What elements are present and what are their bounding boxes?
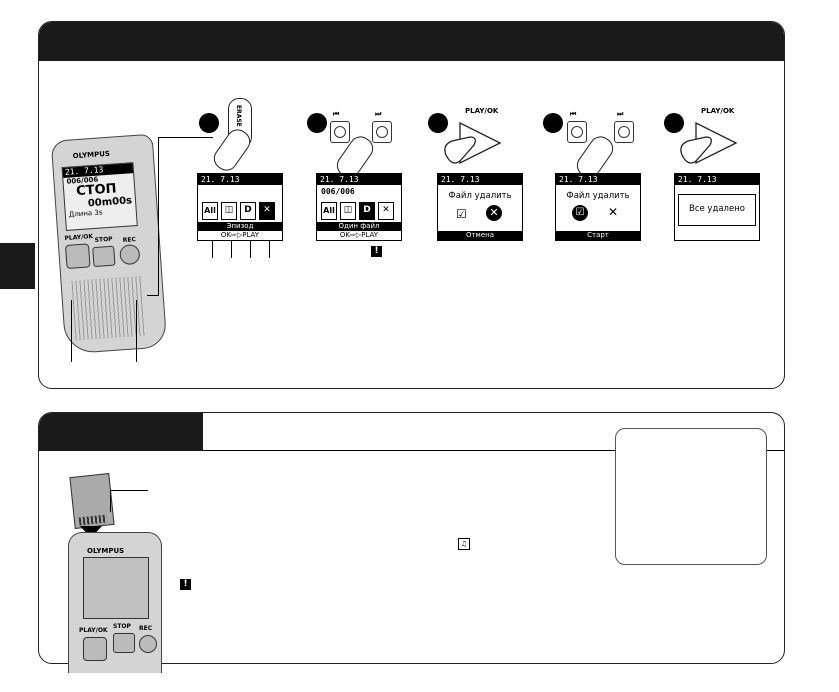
lcd-message: Все удалено (689, 204, 745, 214)
device-lcd: 21. 7.13 006/006 СТОП 00m00s Длина 3s (61, 162, 138, 231)
lcd-bar: Старт (556, 231, 640, 240)
recorder-device-top: OLYMPUS 21. 7.13 006/006 СТОП 00m00s Дли… (50, 133, 168, 355)
device-play-button-2[interactable] (83, 637, 107, 661)
device-rec-label-2: REC (139, 625, 153, 632)
tick-4 (269, 240, 270, 258)
recorder-device-bottom: OLYMPUS PLAY/OK STOP REC (68, 532, 162, 673)
file-icon: D (240, 202, 256, 220)
lcd-header: 21. 7.13 (198, 174, 282, 185)
lcd-screen-confirm-cancel: 21. 7.13 Файл удалить ☑ ✕ Отмена (437, 173, 523, 241)
tick-3 (250, 240, 251, 258)
tick-2 (231, 240, 232, 258)
step-1-marker (199, 113, 219, 133)
folder-icon: ◫ (340, 202, 356, 220)
bottom-header-rule (203, 450, 784, 451)
lcd-screen-all-deleted: 21. 7.13 Все удалено (674, 173, 760, 241)
playok-label-1: PLAY/OK (465, 107, 499, 115)
device-speaker-grille (71, 275, 146, 341)
top-panel-header (39, 22, 784, 61)
device-rec-button[interactable] (119, 243, 141, 266)
lcd-hint: OK⇨▷PLAY (198, 231, 282, 240)
leader-line-erase-bot (147, 295, 159, 296)
lcd-screen-confirm-start: 21. 7.13 Файл удалить ☑ ✕ Старт (555, 173, 641, 241)
lcd-file-count: 006/006 (321, 187, 355, 196)
sd-card (69, 473, 115, 529)
prev-button[interactable] (330, 121, 350, 143)
lcd-bar: Эпизод (198, 222, 282, 231)
all-icon: All (321, 202, 337, 220)
side-tab (0, 243, 35, 289)
leader-line-erase (158, 137, 159, 295)
folder-icon: ◫ (221, 202, 237, 220)
device-stop-label: STOP (94, 235, 113, 244)
lcd-bar: Отмена (438, 231, 522, 240)
device-stop-button-2[interactable] (113, 633, 135, 653)
device-rec-label: REC (122, 236, 137, 245)
device-rec-button-2[interactable] (139, 635, 157, 653)
next-button-2[interactable] (614, 121, 634, 143)
lcd-message: Файл удалить (448, 191, 512, 201)
step-3-marker (428, 113, 448, 133)
checkbox-icon: ☑ (456, 207, 467, 221)
delete-x-icon: ✕ (259, 202, 275, 220)
device-play-label: PLAY/OK (64, 233, 94, 243)
leader-line-2 (136, 300, 137, 362)
next-button[interactable] (372, 121, 392, 143)
lcd-header: 21. 7.13 (556, 174, 640, 185)
lcd-screen-episode: 21. 7.13 All ◫ D ✕ Эпизод OK⇨▷PLAY (197, 173, 283, 241)
play-button-icon-2[interactable] (676, 115, 746, 170)
step-5-marker (664, 113, 684, 133)
next-label-2: ⏭ (617, 110, 624, 118)
note-box (615, 428, 767, 565)
device-brand: OLYMPUS (72, 149, 111, 161)
play-button-icon-1[interactable] (440, 115, 510, 170)
lcd-header: 21. 7.13 (317, 174, 401, 185)
prev-button-2[interactable] (567, 121, 587, 143)
device-play-button[interactable] (64, 243, 91, 270)
lcd-header: 21. 7.13 (438, 174, 522, 185)
file-icon: D (359, 202, 375, 220)
music-folder-icon: ♫ (458, 538, 470, 550)
device-play-label-2: PLAY/OK (79, 627, 108, 634)
step-4-marker (543, 113, 563, 133)
lcd-header: 21. 7.13 (675, 174, 759, 185)
prev-label-2: ⏮ (570, 110, 577, 118)
cancel-circle-icon: ✕ (486, 205, 502, 221)
leader-line-erase-top (158, 137, 213, 138)
step-2-marker (307, 113, 327, 133)
next-label: ⏭ (375, 110, 382, 118)
leader-line-1 (71, 300, 72, 362)
device-brand-2: OLYMPUS (87, 547, 125, 555)
lcd-hint: OK⇨▷PLAY (317, 231, 401, 240)
bottom-panel-header (39, 413, 203, 451)
all-icon: All (202, 202, 218, 220)
delete-x-icon: ✕ (378, 202, 394, 220)
lcd-message: Файл удалить (566, 191, 630, 201)
sd-leader-v (110, 490, 111, 512)
prev-label: ⏮ (333, 110, 340, 118)
lcd-message-box (678, 194, 756, 226)
warning-icon-2: ! (180, 579, 191, 590)
erase-label: ERASE (235, 105, 242, 127)
device-stop-button[interactable] (92, 245, 116, 268)
warning-icon-1: ! (371, 246, 382, 257)
playok-label-2: PLAY/OK (701, 107, 735, 115)
lcd-screen-onefile: 21. 7.13 006/006 All ◫ D ✕ Один файл OK⇨… (316, 173, 402, 241)
tick-1 (212, 240, 213, 258)
device-lcd-2 (83, 557, 149, 619)
device-stop-label-2: STOP (113, 623, 131, 630)
checkbox-selected-icon: ☑ (572, 205, 588, 221)
cancel-x-icon: ✕ (608, 205, 619, 219)
lcd-bar: Один файл (317, 222, 401, 231)
sd-leader (110, 490, 148, 491)
